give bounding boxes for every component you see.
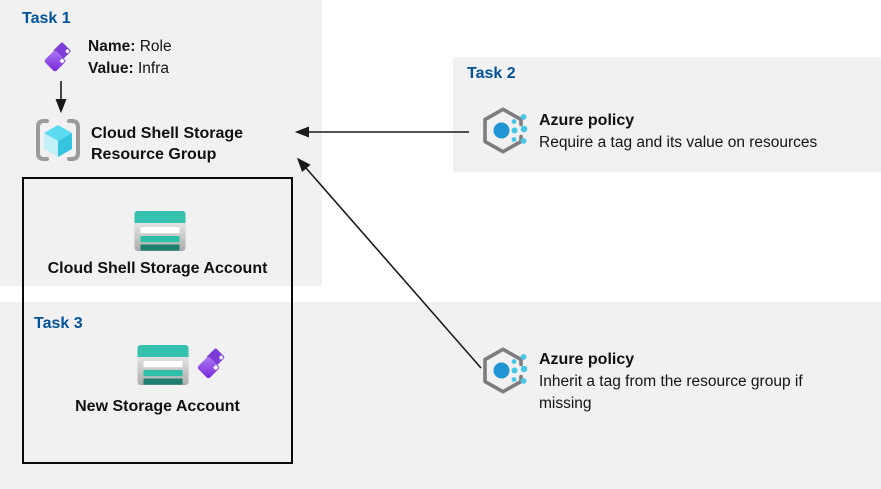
tag-value-value-text: Infra	[137, 60, 169, 77]
azure-policy-icon-require	[480, 107, 530, 154]
azure-policy-inherit: Azure policy Inherit a tag from the reso…	[539, 349, 859, 415]
tag-value-label: Value:	[88, 60, 134, 77]
tag-name-value: Name: Role Value: Infra	[88, 36, 172, 80]
resource-group-icon	[34, 116, 82, 164]
task3-label: Task 3	[34, 315, 83, 332]
tag-name-row: Name: Role	[88, 36, 172, 58]
tag-name-label: Name:	[88, 38, 136, 55]
azure-policy-require-title: Azure policy	[539, 112, 635, 129]
new-storage-account-label: New Storage Account	[75, 398, 240, 415]
new-storage-account-icon	[136, 340, 190, 388]
task2-label: Task 2	[467, 65, 516, 82]
task1-label: Task 1	[22, 10, 71, 27]
azure-policy-icon-inherit	[480, 347, 530, 394]
azure-policy-inherit-description: Inherit a tag from the resource group if…	[539, 373, 803, 412]
resource-group-label: Cloud Shell Storage Resource Group	[91, 125, 244, 163]
azure-policy-inherit-title: Azure policy	[539, 351, 635, 368]
resource-group-box	[22, 177, 293, 464]
cloud-shell-storage-account-label: Cloud Shell Storage Account	[47, 260, 268, 277]
azure-policy-require: Azure policy Require a tag and its value…	[539, 110, 869, 154]
new-storage-tag-icon	[195, 347, 228, 382]
tag-value-row: Value: Infra	[88, 58, 172, 80]
tag-icon	[42, 41, 74, 75]
storage-account-icon	[133, 206, 187, 254]
azure-policy-require-description: Require a tag and its value on resources	[539, 134, 818, 151]
tag-name-value-text: Role	[139, 38, 172, 55]
